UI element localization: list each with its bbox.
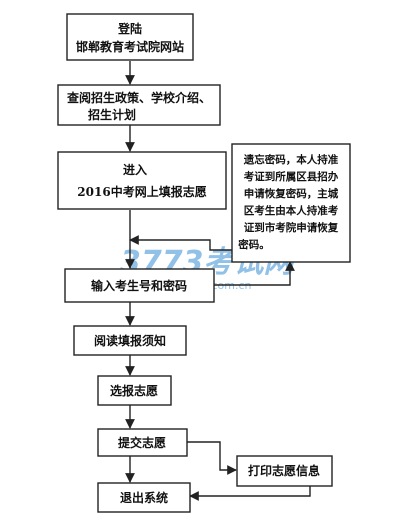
label-review-1: 查阅招生政策、学校介绍、 [66,90,211,105]
box-enter [57,151,227,210]
step-boxes [57,13,351,513]
box-input [64,268,215,303]
box-read [73,325,187,356]
arrow-print-exit [189,486,311,501]
note-line-3: 申请恢复密码，主城 [244,187,339,200]
arrow-input-note [214,261,295,286]
box-review [57,84,221,126]
step-labels: 登陆 邯郸教育考试院网站 查阅招生政策、学校介绍、 招生计划 进入 2016中考… [66,21,339,505]
label-exit: 退出系统 [120,490,168,505]
arrow-submit-print [187,441,237,475]
label-input: 输入考生号和密码 [91,278,187,293]
label-select: 选报志愿 [110,383,158,398]
note-line-4: 区考生由本人持准考 [244,204,339,217]
label-login-2: 邯郸教育考试院网站 [76,39,184,54]
label-read: 阅读填报须知 [94,333,166,348]
box-note [231,143,351,263]
label-print: 打印志愿信息 [248,463,320,478]
label-login-1: 登陆 [117,21,142,36]
label-enter-2: 2016中考网上填报志愿 [77,184,206,199]
note-line-5: 证到市考院申请恢复 [244,221,339,234]
box-login [66,13,194,61]
label-enter-1: 进入 [123,162,147,177]
arrow-note-return [129,235,232,251]
note-line-1: 遗忘密码，本人持准 [243,153,339,166]
box-print [236,455,333,487]
label-review-2: 招生计划 [88,107,136,122]
label-submit: 提交志愿 [118,435,166,450]
box-select [97,375,172,406]
note-line-2: 考证到所属区县招办 [244,170,339,183]
note-line-6: 密码。 [238,238,270,251]
box-exit [97,482,191,513]
box-submit [97,428,188,457]
connectors [125,61,311,501]
